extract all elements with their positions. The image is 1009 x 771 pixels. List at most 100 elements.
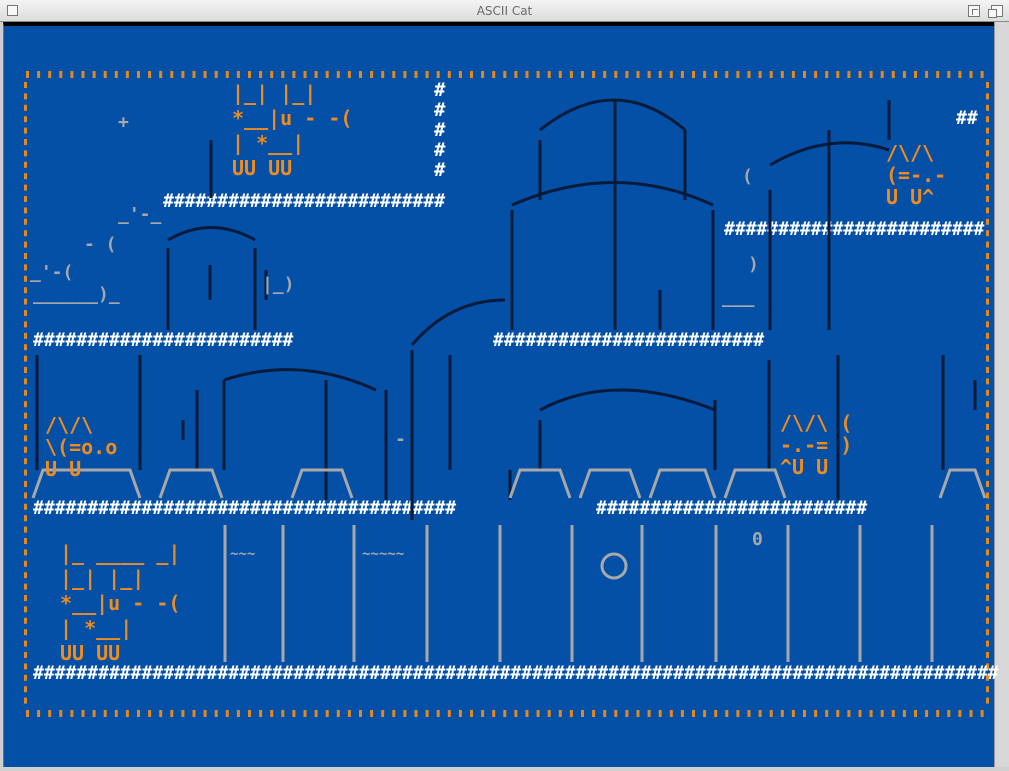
border-dot xyxy=(725,710,729,717)
zoom-box-icon[interactable] xyxy=(968,5,980,17)
border-dot xyxy=(836,710,840,717)
border-dot xyxy=(986,503,989,510)
border-dot xyxy=(947,710,951,717)
border-dot xyxy=(825,710,829,717)
fence-arch xyxy=(648,468,717,499)
border-dot xyxy=(24,617,27,624)
border-dot xyxy=(270,71,274,78)
border-dot xyxy=(986,595,989,601)
border-dot xyxy=(847,710,851,717)
border-dot xyxy=(181,710,185,717)
border-dot xyxy=(880,710,884,717)
border-dot xyxy=(92,710,96,717)
border-dot xyxy=(986,253,989,259)
border-dot xyxy=(325,71,329,78)
cat-line: ^U U xyxy=(780,455,828,479)
cat-bed[interactable]: |_| |_|*__|u - -(| *__|UU UU xyxy=(232,81,352,180)
bed-line: UU UU xyxy=(60,641,120,665)
border-dot xyxy=(725,71,729,78)
border-dot xyxy=(481,710,485,717)
dome-roof xyxy=(539,98,686,132)
border-dot xyxy=(92,71,96,78)
platform-column: # xyxy=(434,139,446,161)
fence-arch xyxy=(290,468,354,499)
border-dot xyxy=(24,629,27,636)
border-dot xyxy=(925,71,929,78)
border-dot xyxy=(525,71,529,78)
border-dot xyxy=(858,71,862,78)
border-dot xyxy=(303,71,307,78)
border-dot xyxy=(625,71,629,78)
border-dot xyxy=(891,71,895,78)
border-dot xyxy=(692,71,695,78)
bed-line: |_| |_| xyxy=(232,81,316,105)
border-dot xyxy=(825,71,829,78)
door-mark: |_) xyxy=(262,274,295,295)
border-dot xyxy=(986,458,989,465)
border-dot xyxy=(24,93,27,100)
border-dot xyxy=(24,481,27,487)
border-dot xyxy=(125,71,129,78)
border-dot xyxy=(914,71,917,78)
border-dot xyxy=(986,173,989,180)
border-dot xyxy=(986,355,989,362)
border-dot xyxy=(381,710,385,717)
ascii-cat[interactable]: /\/\ (-.-= )^U U xyxy=(780,411,852,479)
border-dot xyxy=(986,275,989,282)
border-dot xyxy=(24,469,27,476)
border-dot xyxy=(24,503,27,510)
ascii-cat[interactable]: /\/\(=-.- U U^ xyxy=(886,141,946,209)
border-dot xyxy=(986,344,989,351)
border-dot xyxy=(26,71,29,78)
border-dot xyxy=(392,71,396,78)
border-dot xyxy=(24,526,27,533)
border-dot xyxy=(137,710,140,717)
border-dot xyxy=(24,697,27,704)
border-dot xyxy=(614,71,618,78)
border-dot xyxy=(647,710,651,717)
platform-column: # xyxy=(434,79,446,101)
border-dot xyxy=(24,378,27,385)
border-dot xyxy=(736,71,740,78)
border-dot xyxy=(703,710,707,717)
close-box-icon[interactable] xyxy=(7,5,18,16)
border-dot xyxy=(225,71,229,78)
border-dot xyxy=(24,310,27,316)
border-dot xyxy=(569,710,573,717)
border-dot xyxy=(24,424,27,430)
border-dot xyxy=(986,401,989,408)
border-dot xyxy=(24,560,27,567)
border-dot xyxy=(81,710,85,717)
border-dot xyxy=(24,321,27,328)
tower-roof xyxy=(167,226,256,242)
border-dot xyxy=(986,139,989,145)
platform: ####################################### xyxy=(33,497,457,519)
border-dot xyxy=(24,173,27,180)
platform-column: # xyxy=(434,99,446,121)
border-dot xyxy=(869,71,873,78)
border-dot xyxy=(986,572,989,579)
border-dot xyxy=(986,435,989,442)
ascii-cat[interactable]: /\/\\(=o.o U U xyxy=(45,413,117,481)
fence-arch xyxy=(31,468,142,499)
border-dot xyxy=(536,710,540,717)
sparkle: + xyxy=(118,112,129,133)
border-dot xyxy=(558,71,562,78)
border-dot xyxy=(986,93,989,100)
cloud-mark: ) xyxy=(748,254,759,275)
fence-arch xyxy=(508,468,572,499)
window-titlebar[interactable]: ASCII Cat xyxy=(0,0,1009,22)
border-dot xyxy=(458,710,462,717)
border-dot xyxy=(159,71,163,78)
border-dot xyxy=(514,710,518,717)
border-dot xyxy=(414,71,418,78)
border-dot xyxy=(636,71,640,78)
border-dot xyxy=(986,230,989,237)
cat-bed[interactable]: |_ ____ _| |_| |_|*__|u - -(| *__| UU UU xyxy=(60,541,180,665)
window-title: ASCII Cat xyxy=(476,4,533,18)
border-dot xyxy=(836,71,840,78)
border-dot xyxy=(425,71,429,78)
border-dot xyxy=(37,710,41,717)
border-dot xyxy=(986,560,989,567)
shade-box-icon[interactable] xyxy=(988,5,1003,18)
